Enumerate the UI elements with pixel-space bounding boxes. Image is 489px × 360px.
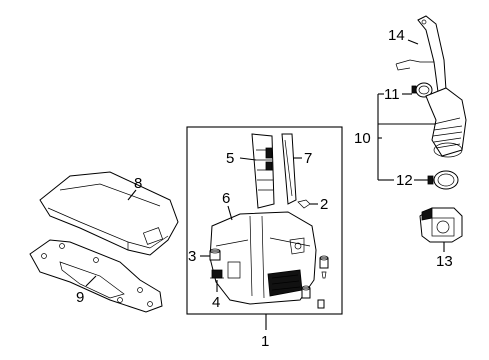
callout-1[interactable]: 1 (261, 333, 269, 350)
callout-12[interactable]: 12 (396, 172, 413, 189)
callout-6[interactable]: 6 (222, 190, 230, 207)
callout-4[interactable]: 4 (212, 294, 220, 311)
housing-part (209, 211, 317, 305)
callout-9[interactable]: 9 (76, 289, 84, 306)
callout-8[interactable]: 8 (134, 175, 142, 192)
callout-2[interactable]: 2 (320, 196, 328, 213)
leader-14 (407, 39, 419, 45)
leader-6 (227, 205, 233, 221)
callout-3[interactable]: 3 (188, 248, 196, 265)
leader-9 (85, 275, 97, 287)
callout-14[interactable]: 14 (388, 27, 405, 44)
callout-5[interactable]: 5 (226, 150, 234, 167)
bushing-part (210, 269, 224, 279)
engine-cover-part (39, 171, 179, 256)
leader-8 (127, 189, 137, 201)
leader-5 (239, 157, 257, 161)
callout-11[interactable]: 11 (384, 86, 400, 103)
grommet-part (209, 248, 221, 261)
callout-13[interactable]: 13 (436, 253, 453, 270)
callout-10[interactable]: 10 (354, 130, 371, 147)
seal-strip-part (281, 133, 297, 205)
intake-hose-part (425, 87, 467, 158)
assembly-1-box (186, 126, 343, 315)
filter-element-part (251, 133, 275, 209)
callout-7[interactable]: 7 (304, 150, 312, 167)
small-parts (301, 255, 329, 309)
lower-clamp-part (427, 170, 459, 190)
upper-clamp-part (411, 82, 433, 98)
clip-part (297, 199, 311, 209)
maf-sensor-part (419, 207, 463, 243)
